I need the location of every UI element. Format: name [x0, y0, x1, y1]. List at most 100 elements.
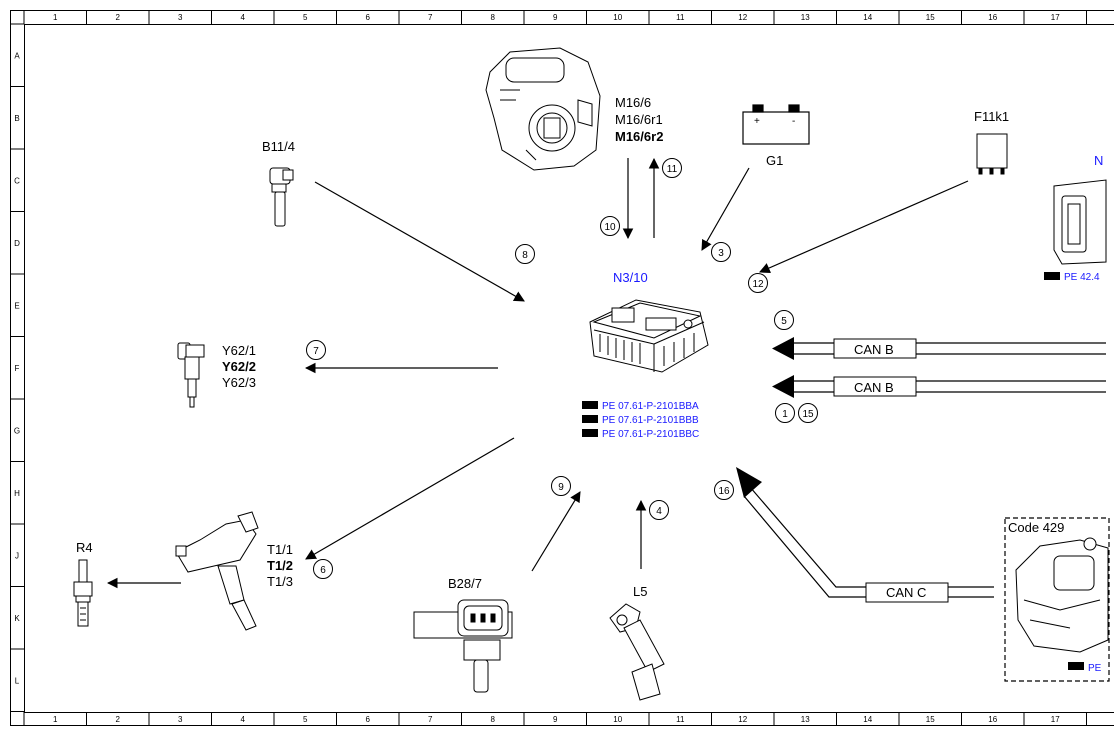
ruler-col-11: 11	[676, 715, 685, 724]
ruler-row-A: A	[14, 51, 20, 60]
ignition-coil-icon	[175, 511, 259, 631]
crank-sensor-icon	[609, 603, 665, 701]
ruler-col-16: 16	[988, 715, 997, 724]
svg-text:10: 10	[604, 222, 616, 233]
spark-plug-icon	[73, 559, 93, 627]
svg-text:11: 11	[667, 164, 678, 175]
pressure-sensor-b28-7: B28/7	[413, 576, 513, 693]
ruler-col-3: 3	[178, 715, 183, 724]
arrow-relay-to-unit	[759, 180, 969, 274]
code-429-icon	[1015, 537, 1109, 653]
ruler-col-2: 2	[116, 715, 121, 724]
control-unit-label: N3/10	[613, 270, 648, 285]
can-b-label-1: CAN B	[854, 342, 894, 357]
ruler-col-10: 10	[613, 13, 622, 22]
actuator-label-3: M16/6r2	[615, 129, 663, 144]
arrow-b28-to-unit	[531, 491, 581, 572]
code-429-ref[interactable]: PE	[1088, 663, 1102, 674]
marker-6: 6	[313, 559, 333, 579]
battery-label: G1	[766, 153, 783, 168]
outer-frame	[10, 10, 1114, 726]
marker-10: 10	[600, 216, 620, 236]
throttle-actuator: M16/6 M16/6r1 M16/6r2	[485, 47, 663, 171]
ruler-col-15: 15	[926, 715, 935, 724]
control-unit-n3-10: N3/10 PE 07.61-P-2101BBA PE 07.61-P-2101…	[582, 270, 709, 440]
coil-label-1: T1/1	[267, 542, 293, 557]
arrow-battery-to-unit	[701, 167, 750, 251]
signal-arrows	[106, 157, 969, 589]
ruler-col-13: 13	[801, 13, 810, 22]
ruler-col-6: 6	[366, 715, 371, 724]
relay-f11k1: F11k1	[974, 109, 1009, 175]
ruler-row-J: J	[15, 551, 19, 560]
reference-link-bbb[interactable]: PE 07.61-P-2101BBB	[602, 415, 699, 426]
ruler-col-7: 7	[428, 13, 433, 22]
ruler-col-1: 1	[53, 13, 58, 22]
svg-text:4: 4	[656, 506, 662, 517]
svg-text:8: 8	[522, 250, 528, 261]
relay-label: F11k1	[974, 109, 1009, 124]
ruler-col-4: 4	[241, 13, 246, 22]
right-module-icon	[1053, 179, 1107, 265]
svg-text:16: 16	[718, 486, 730, 497]
crank-sensor-label: L5	[633, 584, 647, 599]
ruler-col-17: 17	[1051, 715, 1060, 724]
ruler-col-8: 8	[491, 13, 496, 22]
ruler-col-14: 14	[863, 13, 872, 22]
marker-7: 7	[306, 340, 326, 360]
marker-15: 15	[798, 403, 818, 423]
reference-link-bba[interactable]: PE 07.61-P-2101BBA	[602, 401, 699, 412]
can-c-bus: CAN C	[736, 467, 994, 603]
ruler-col-8: 8	[491, 715, 496, 724]
can-b-bus-2: CAN B	[772, 375, 1106, 398]
marker-8: 8	[515, 244, 535, 264]
ruler-col-3: 3	[178, 13, 183, 22]
right-module-ref[interactable]: PE 42.4	[1064, 272, 1100, 283]
ruler-row-H: H	[14, 489, 20, 498]
can-buses: CAN B CAN B CAN C	[736, 337, 1106, 603]
marker-1: 1	[775, 403, 795, 423]
injector-label-3: Y62/3	[222, 375, 256, 390]
numbered-markers: 1 3 4 5 6 7 8 9 10 11 12 15 16	[306, 158, 818, 579]
ruler-col-1: 1	[53, 715, 58, 724]
ruler-row-E: E	[14, 301, 19, 310]
code-429-frame	[1004, 517, 1110, 682]
injector-icon	[177, 342, 205, 408]
marker-5: 5	[774, 310, 794, 330]
svg-text:1: 1	[782, 409, 788, 420]
ruler-row-L: L	[15, 676, 20, 685]
code-429-label: Code 429	[1008, 520, 1064, 535]
code-429-ref-icon	[1068, 662, 1084, 670]
sensor-b11-icon	[269, 167, 294, 227]
sensor-b11-4: B11/4	[262, 139, 295, 227]
marker-16: 16	[714, 480, 734, 500]
coil-label-3: T1/3	[267, 574, 293, 589]
spark-plug-r4: R4	[73, 540, 93, 627]
battery-g1: + - G1	[742, 104, 810, 168]
svg-text:15: 15	[802, 409, 814, 420]
ruler-col-5: 5	[303, 13, 308, 22]
pressure-sensor-icon	[413, 599, 513, 693]
ruler-col-6: 6	[366, 13, 371, 22]
ruler-col-7: 7	[428, 715, 433, 724]
reference-link-bbc[interactable]: PE 07.61-P-2101BBC	[602, 429, 699, 440]
right-module: N PE 42.4	[1044, 153, 1107, 283]
battery-icon	[742, 104, 810, 145]
throttle-actuator-icon	[485, 47, 601, 171]
ruler-row-F: F	[15, 364, 20, 373]
crank-sensor-l5: L5	[609, 584, 665, 701]
ruler-col-5: 5	[303, 715, 308, 724]
reference-icons	[582, 401, 598, 437]
right-module-ref-icon	[1044, 272, 1060, 280]
coil-label-2: T1/2	[267, 558, 293, 573]
ruler-col-9: 9	[553, 13, 558, 22]
battery-plus: +	[754, 116, 760, 127]
relay-icon	[976, 133, 1008, 175]
ruler-row-D: D	[14, 239, 20, 248]
marker-9: 9	[551, 476, 571, 496]
code-429-box: Code 429 PE	[1004, 517, 1110, 682]
